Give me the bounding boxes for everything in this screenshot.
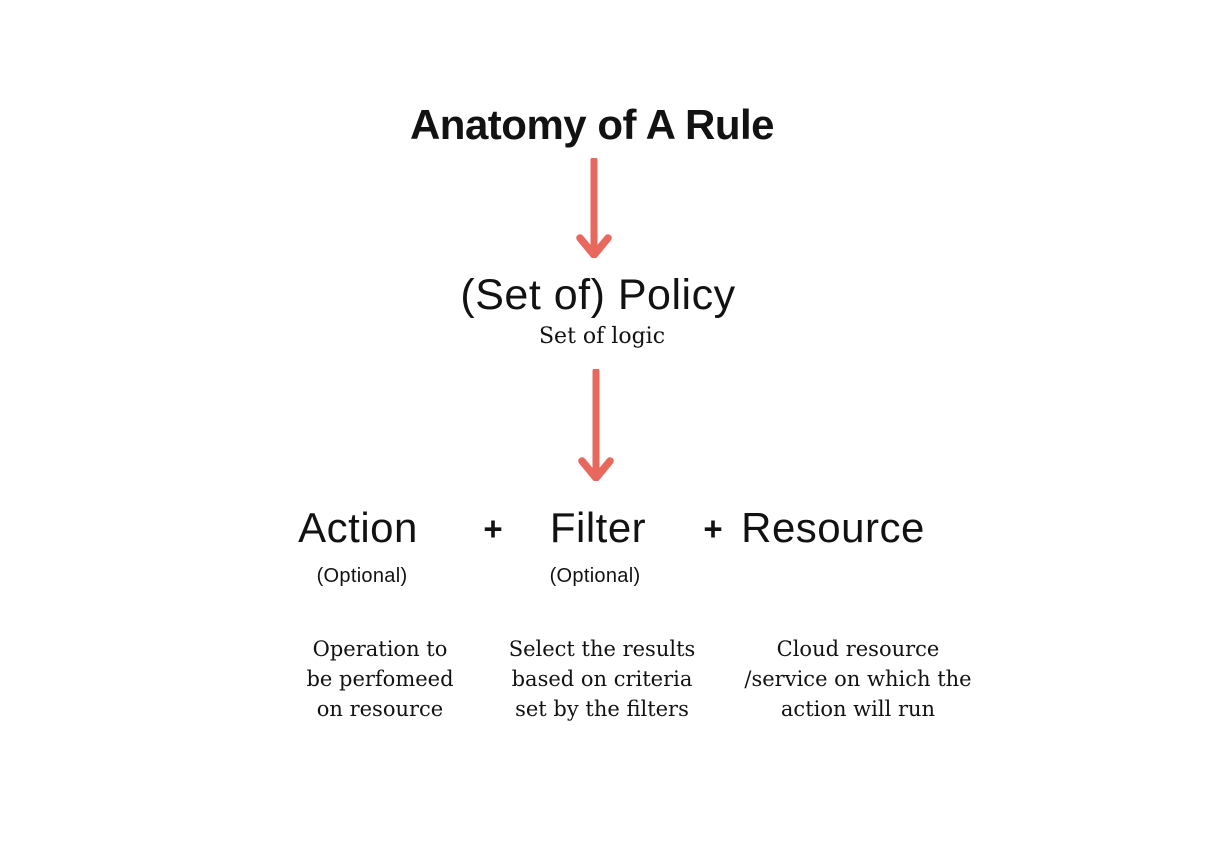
formula-term-filter: Filter — [549, 504, 647, 551]
action-description: Operation to be perfomeed on resource — [306, 637, 454, 721]
plus-sign: + — [483, 510, 503, 547]
policy-label: (Set of) Policy — [460, 271, 736, 319]
formula-term-action: Action — [298, 504, 418, 551]
down-arrow-icon — [576, 158, 612, 258]
resource-description: Cloud resource /service on which the act… — [744, 637, 972, 721]
plus-sign: + — [703, 510, 723, 547]
filter-optional-label: (Optional) — [549, 565, 641, 587]
arrow-head — [576, 234, 612, 258]
action-optional-label: (Optional) — [316, 565, 408, 587]
filter-description: Select the results based on criteria set… — [508, 637, 696, 721]
page-title: Anatomy of A Rule — [409, 101, 775, 148]
formula-term-resource: Resource — [741, 504, 925, 551]
down-arrow-icon — [578, 369, 614, 481]
policy-sublabel: Set of logic — [538, 324, 666, 349]
arrow-head — [578, 457, 614, 481]
